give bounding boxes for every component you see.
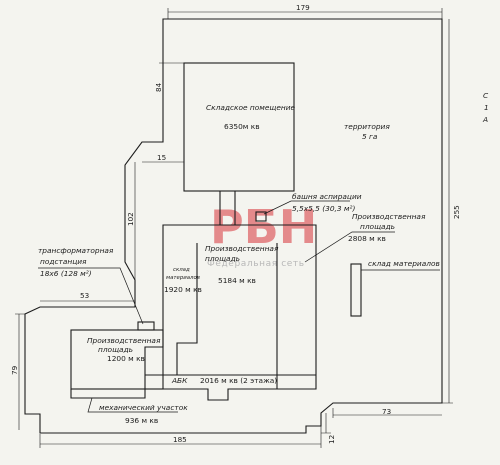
warehouse-area: 6350м кв <box>224 122 260 131</box>
watermark-logo: РБН <box>210 200 317 254</box>
territory-area: 5 га <box>362 132 378 141</box>
store-small-title-1: склад <box>173 267 190 273</box>
edge-letter-2: 1 <box>484 103 489 112</box>
dim-73: 73 <box>382 407 391 416</box>
dim-15-line <box>142 155 185 166</box>
edge-letter-1: С <box>483 91 489 100</box>
mech-area: 936 м кв <box>125 416 158 425</box>
prod-right-area: 2808 м кв <box>348 234 386 243</box>
store-small-title-2: материалов <box>166 275 200 281</box>
prod-center-title-2: площадь <box>205 254 240 263</box>
watermark-caption: Федеральная сеть <box>207 259 305 269</box>
prod-right-title-1: Производственная <box>352 212 426 221</box>
transformer-substation <box>137 321 155 331</box>
prod-center-area: 5184 м кв <box>218 276 256 285</box>
transformer-leader <box>38 267 144 325</box>
transformer-title-2: подстанция <box>40 257 87 266</box>
dim-15: 15 <box>157 153 166 162</box>
prod-left-area: 1200 м кв <box>107 354 145 363</box>
tower-leader <box>263 200 350 215</box>
dim-84-line <box>159 62 184 142</box>
dim-73-line <box>332 408 442 418</box>
dim-top: 179 <box>296 3 310 12</box>
dim-12-line <box>321 413 331 434</box>
edge-letter-3: А <box>482 115 488 124</box>
store-right-label: склад материалов <box>368 259 440 268</box>
transformer-title-1: трансформаторная <box>38 246 114 255</box>
storage-small-wall <box>176 243 198 375</box>
warehouse-title: Складское помещение <box>206 103 296 112</box>
prod-right-title-2: площадь <box>360 222 395 231</box>
dim-79-line <box>15 313 25 430</box>
connector-passage <box>219 191 236 225</box>
tower-size: 5,5х5,5 (30,3 м²) <box>292 204 355 213</box>
dim-53: 53 <box>80 291 89 300</box>
mechanical-section <box>70 389 146 399</box>
site-boundary <box>24 18 443 434</box>
mechanical-leader <box>87 397 178 413</box>
dim-255-line <box>442 19 453 404</box>
production-left <box>70 329 164 390</box>
dim-84: 84 <box>154 82 163 92</box>
store-small-area: 1920 м кв <box>164 285 202 294</box>
dim-102: 102 <box>126 212 135 226</box>
abk-area: 2016 м кв (2 этажа) <box>200 376 277 385</box>
dim-185-line <box>39 426 322 448</box>
dim-255: 255 <box>452 205 461 219</box>
dim-79: 79 <box>10 365 19 375</box>
prod-left-title-2: площадь <box>98 345 133 354</box>
transformer-size: 18х6 (128 м²) <box>40 269 92 278</box>
dim-12: 12 <box>327 435 336 444</box>
mech-title: механический участок <box>99 403 188 412</box>
tower-title: башня аспирации <box>292 192 362 201</box>
prod-right-leader <box>304 231 395 263</box>
production-main <box>144 224 317 401</box>
material-store-right <box>350 263 362 317</box>
warehouse <box>183 62 295 192</box>
territory-title: территория <box>344 122 390 131</box>
dim-185: 185 <box>173 435 187 444</box>
aspiration-tower <box>255 211 267 222</box>
abk-title: АБК <box>171 376 188 385</box>
prod-left-title-1: Производственная <box>87 336 161 345</box>
prod-center-title-1: Производственная <box>205 244 279 253</box>
dim-top-line <box>167 8 443 19</box>
